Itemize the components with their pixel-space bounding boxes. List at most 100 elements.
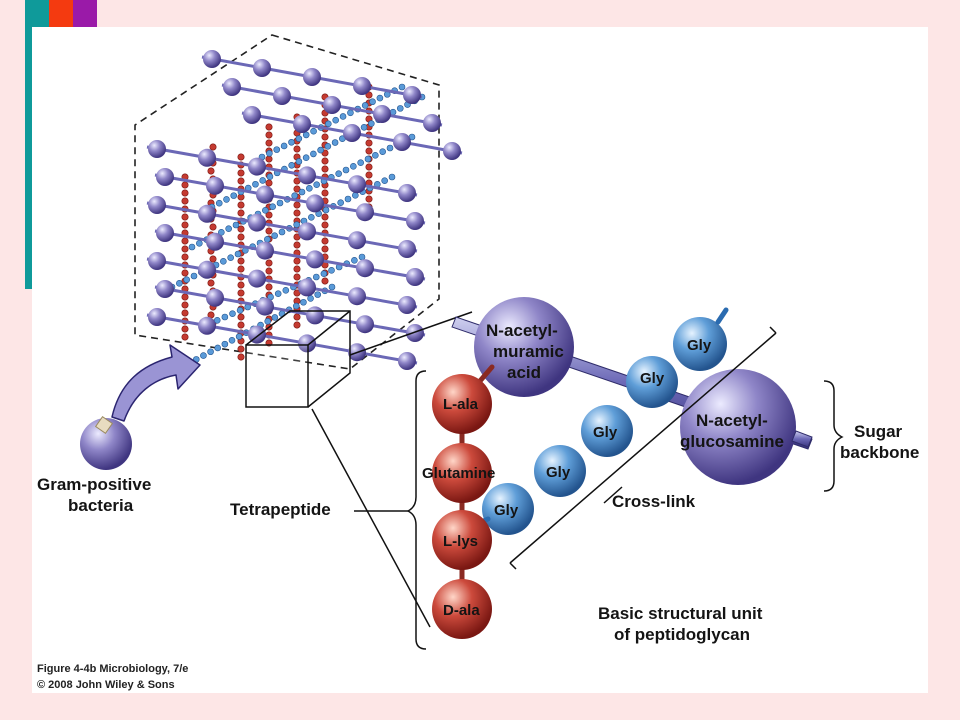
lattice-glycine-bead (386, 144, 394, 152)
lattice-glycine-bead (312, 273, 320, 281)
lattice-glycine-bead (223, 196, 230, 203)
lattice-sugar-sphere (256, 185, 274, 204)
lattice-rod (146, 145, 418, 197)
lattice-peptide-bead (321, 133, 329, 141)
lattice-sugar-sphere (343, 124, 361, 142)
lattice-peptide-bead (265, 259, 273, 267)
lattice-glycine-bead (324, 143, 332, 150)
lattice-glycine-bead (221, 313, 229, 321)
lattice-sugar-sphere (198, 260, 216, 279)
lattice-glycine-bead (273, 146, 281, 153)
red-square (49, 0, 73, 27)
lattice-peptide-bead (321, 213, 329, 221)
glutamine-label: Glutamine (422, 465, 495, 482)
tetrapeptide-label: Tetrapeptide (230, 500, 331, 519)
lattice-glycine-bead (252, 180, 259, 188)
figure-panel: Gram-positive bacteria Tetrapeptide N-ac… (32, 27, 928, 693)
gram-positive-cell (80, 418, 132, 470)
lattice-glycine-bead (196, 240, 203, 247)
lattice-glycine-bead (276, 199, 284, 207)
lattice-peptide-bead (181, 245, 189, 253)
lattice-peptide-bead (293, 257, 301, 265)
lattice-sugar-sphere (406, 324, 424, 342)
tetrapeptide-bracket (406, 370, 427, 650)
lattice-peptide-bead (365, 163, 373, 171)
peptidoglycan-diagram: Gram-positive bacteria Tetrapeptide N-ac… (37, 34, 919, 691)
lattice-glycine-bead (234, 250, 242, 258)
lattice-glycine-bead (215, 199, 223, 207)
lattice-glycine-bead (291, 192, 298, 199)
lattice-glycine-bead (232, 221, 240, 229)
lattice-glycine-bead (213, 317, 221, 324)
lattice-peptide-bead (321, 157, 329, 165)
lattice-peptide-bead (237, 201, 245, 209)
caption-line-2: © 2008 John Wiley & Sons (37, 679, 175, 691)
lattice-glycine-bead (278, 228, 286, 236)
lattice-glycine-bead (271, 314, 279, 321)
lattice-glycine-bead (364, 155, 372, 163)
lattice-glycine-bead (259, 177, 266, 184)
lattice-glycine-bead (307, 295, 314, 302)
lattice-glycine-bead (328, 267, 335, 274)
lattice-sugar-sphere (298, 278, 316, 297)
lattice-peptide-bead (293, 201, 301, 209)
lattice-glycine-bead (310, 150, 317, 158)
lattice-sugar-sphere (248, 269, 266, 288)
gly-label-3: Gly (593, 424, 618, 441)
teal-side-bar (25, 27, 32, 289)
lattice-peptide-bead (181, 237, 189, 245)
lattice-peptide-bead (181, 293, 189, 301)
lattice-glycine-bead (288, 161, 295, 169)
zoom-arrow (111, 344, 201, 422)
nag-sphere (680, 369, 796, 485)
lattice-glycine-bead (200, 352, 207, 359)
gly-label-5: Gly (687, 337, 712, 354)
lattice-sugar-sphere (398, 184, 416, 202)
crosslink-label: Cross-link (612, 492, 696, 511)
lattice-peptide-bead (265, 283, 273, 291)
l-lys-label: L-lys (443, 533, 478, 550)
lattice-glycine-bead (332, 116, 339, 124)
lattice-peptide-bead (237, 313, 245, 321)
basic-unit-label-1: Basic structural unit (598, 604, 763, 623)
nag-label-2: glucosamine (680, 432, 784, 451)
lattice-peptide-bead (209, 255, 217, 263)
tetrapeptide-chain (432, 364, 495, 639)
lattice-rod (146, 257, 418, 309)
lattice-sugar-sphere (156, 168, 174, 186)
lattice-sugar-sphere (348, 287, 366, 306)
lattice-glycine-bead (358, 253, 366, 261)
lattice-peptide-bead (181, 221, 189, 229)
selection-cube (245, 310, 351, 408)
brackets (354, 326, 844, 650)
lattice-glycine-bead (183, 276, 190, 283)
lattice-peptide-bead (181, 253, 189, 261)
lattice-sugar-sphere (403, 86, 421, 104)
lattice-sugar-sphere (206, 232, 224, 251)
lattice-glycine-bead (282, 287, 290, 294)
lattice-sugar-sphere (373, 105, 391, 123)
zoom-lines (311, 311, 473, 628)
lattice-rod (146, 313, 418, 365)
lattice-peptide-bead (265, 227, 273, 235)
lattice-glycine-bead (288, 138, 295, 146)
lattice-glycine-bead (302, 154, 310, 161)
lattice-sugar-sphere (356, 315, 374, 334)
crosslink-bracket (509, 326, 777, 570)
lattice-glycine-bead (302, 131, 310, 139)
lattice-sugar-sphere (206, 176, 224, 195)
lattice-glycine-bead (295, 135, 303, 142)
lattice-sugar-sphere (398, 296, 416, 314)
lattice-peptide-bead (237, 265, 245, 273)
lattice-peptide-bead (321, 189, 329, 197)
gly-label-2: Gly (546, 464, 571, 481)
lattice-peptide-bead (181, 309, 189, 317)
lattice-peptide-bead (237, 289, 245, 297)
lattice-glycine-bead (325, 120, 332, 128)
sugar-bracket (823, 380, 844, 492)
lattice-glycine-bead (310, 127, 317, 135)
cell-patch (94, 415, 114, 435)
lattice-peptide-bead (293, 241, 301, 249)
lattice-rod (154, 229, 426, 281)
